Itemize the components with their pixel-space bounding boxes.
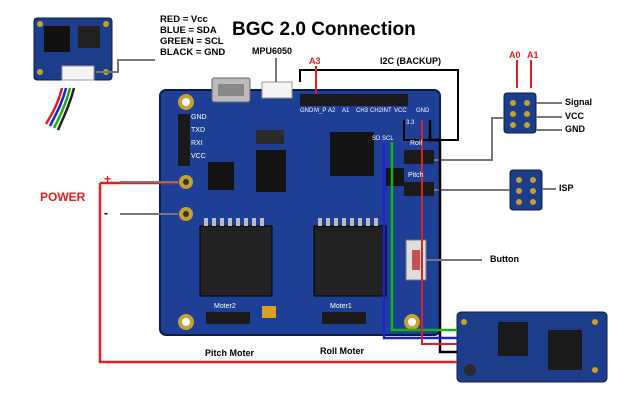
power-label: POWER <box>40 190 86 204</box>
silk-top-ch3: CH3 <box>356 108 369 114</box>
signal-label: Signal <box>565 97 593 107</box>
legend-gnd: BLACK = GND <box>160 47 226 58</box>
silk-top-a2: A2 <box>328 108 336 114</box>
wire-color-legend: RED = Vcc BLUE = SDA GREEN = SCL BLACK =… <box>160 14 225 58</box>
plus-label: + <box>104 172 112 186</box>
silk-pitch: Pitch <box>408 172 424 179</box>
legend-scl: GREEN = SCL <box>160 36 224 47</box>
i2c-backup-label: I2C (BACKUP) <box>380 56 442 66</box>
silk-top-mp: M_P <box>314 108 327 114</box>
silk-top-ch2: CH2 <box>370 108 383 114</box>
silk-gnd: GND <box>191 114 207 121</box>
mpu-label: MPU6050 <box>252 46 293 56</box>
a1-label: A1 <box>527 50 539 60</box>
silk-3v3: 3.3 <box>406 120 415 126</box>
roll-motor-label: Roll Moter <box>320 346 364 356</box>
legend-sda: BLUE = SDA <box>160 25 217 36</box>
silk-roll: Roll <box>410 140 423 147</box>
silk-top-gnd: GND <box>300 108 314 114</box>
gnd-label: GND <box>565 124 585 134</box>
minus-label: - <box>104 206 108 220</box>
silk-motor1: Moter1 <box>330 303 352 310</box>
a3-label: A3 <box>309 56 321 66</box>
isp-label: ISP <box>559 183 574 193</box>
silk-gnd-v: GND <box>416 108 430 114</box>
wires <box>98 58 482 364</box>
pitch-motor-label: Pitch Moter <box>205 348 255 358</box>
sensor-breakout-board <box>33 17 155 131</box>
button-label: Button <box>490 254 519 264</box>
silk-vcc: VCC <box>191 153 206 160</box>
isp-connector <box>434 169 556 211</box>
vcc-label: VCC <box>565 111 585 121</box>
silk-rxi: RXI <box>191 140 203 147</box>
silk-top-a1: A1 <box>342 108 350 114</box>
silk-txd: TXD <box>191 127 205 134</box>
signal-connector <box>434 60 562 161</box>
silk-top-vcc: VCC <box>394 108 407 114</box>
diagram-title: BGC 2.0 Connection <box>232 19 416 40</box>
silk-top-int: INT <box>382 108 392 114</box>
a0-label: A0 <box>509 50 521 60</box>
legend-vcc: RED = Vcc <box>160 14 208 25</box>
silk-sda-scl: SD SCL <box>372 136 394 142</box>
frame-sensor-board <box>456 311 608 383</box>
silk-motor2: Moter2 <box>214 303 236 310</box>
